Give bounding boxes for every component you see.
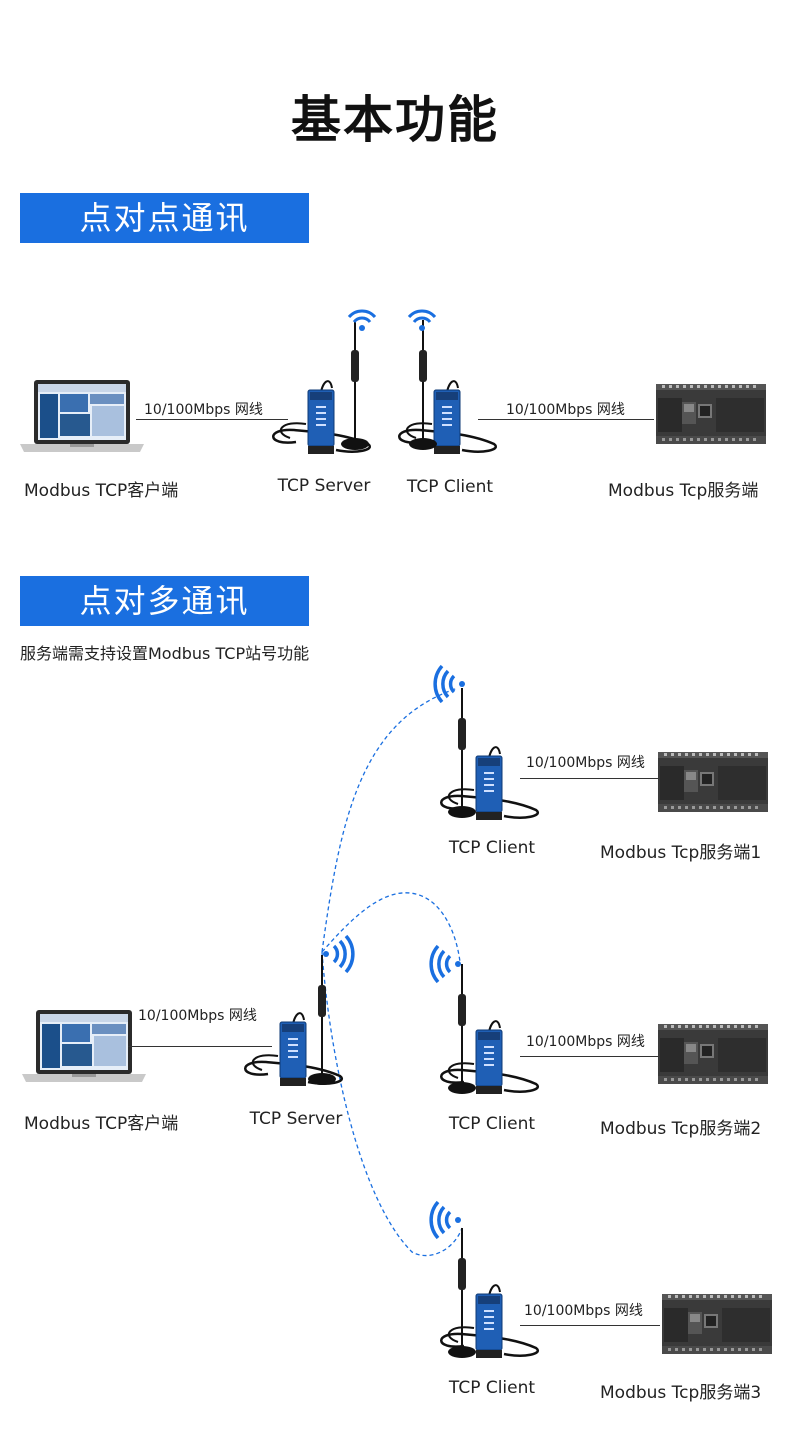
device-label: Modbus TCP客户端	[24, 481, 179, 501]
link-label: 10/100Mbps 网线	[526, 1034, 645, 1050]
link-label: 10/100Mbps 网线	[524, 1303, 643, 1319]
link-label: 10/100Mbps 网线	[506, 402, 625, 418]
cable-line	[520, 778, 660, 779]
device-label: Modbus Tcp服务端3	[600, 1383, 762, 1403]
cable-line	[520, 1056, 660, 1057]
laptop-icon	[22, 1010, 146, 1082]
section-heading-p2mp: 点对多通讯	[20, 576, 309, 626]
wifi-icon	[321, 934, 355, 974]
antenna-icon	[447, 963, 477, 1095]
plc-icon	[662, 1294, 772, 1354]
page-title: 基本功能	[291, 91, 499, 149]
cable-line	[478, 419, 654, 420]
link-label: 10/100Mbps 网线	[144, 402, 263, 418]
link-label: 10/100Mbps 网线	[138, 1008, 257, 1024]
antenna-icon	[447, 687, 477, 819]
wifi-icon	[433, 664, 467, 704]
device-label: Modbus Tcp服务端1	[600, 843, 762, 863]
device-label: TCP Client	[406, 477, 494, 497]
device-label: TCP Client	[448, 1114, 536, 1134]
device-label: Modbus Tcp服务端	[608, 481, 759, 501]
section-note: 服务端需支持设置Modbus TCP站号功能	[20, 644, 310, 663]
wifi-icon	[429, 944, 463, 984]
plc-icon	[658, 1024, 768, 1084]
cable-line	[136, 419, 288, 420]
plc-icon	[658, 752, 768, 812]
wifi-icon	[429, 1200, 463, 1240]
antenna-icon	[307, 954, 337, 1086]
device-label: Modbus TCP客户端	[24, 1114, 179, 1134]
device-label: Modbus Tcp服务端2	[600, 1119, 762, 1139]
section-heading-p2p: 点对点通讯	[20, 193, 309, 243]
device-label: TCP Server	[277, 476, 371, 496]
device-label: TCP Client	[448, 1378, 536, 1398]
cable-line	[520, 1325, 660, 1326]
device-label: TCP Server	[249, 1109, 343, 1129]
cable-line	[128, 1046, 272, 1047]
device-label: TCP Client	[448, 838, 536, 858]
link-label: 10/100Mbps 网线	[526, 755, 645, 771]
antenna-icon	[447, 1227, 477, 1359]
